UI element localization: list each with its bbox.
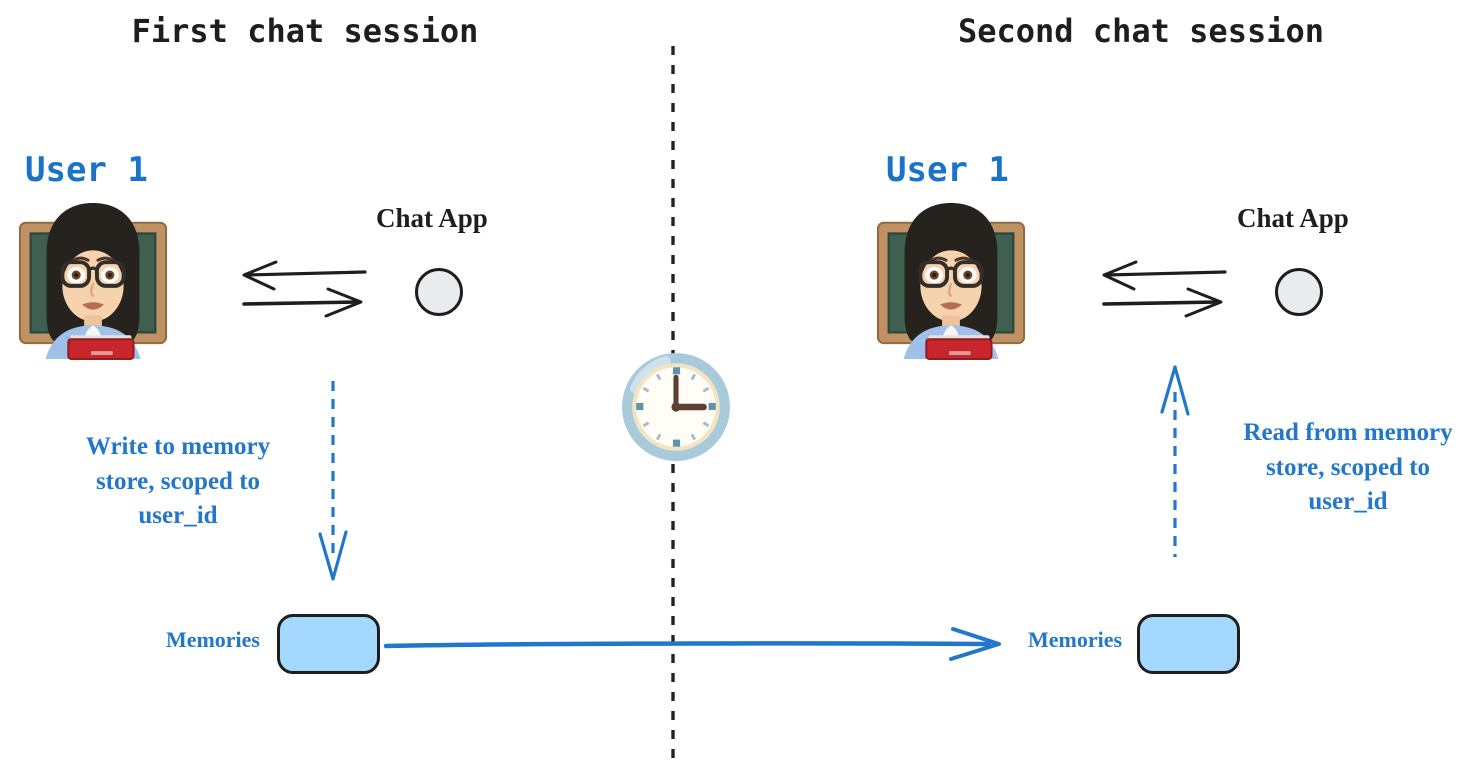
first-chat-app-label: Chat App xyxy=(376,203,488,233)
woman-teacher-emoji xyxy=(876,202,1026,360)
read-from-memory-arrow xyxy=(1160,365,1190,557)
clock-icon xyxy=(622,353,730,461)
first-session-title: First chat session xyxy=(131,12,479,50)
second-user-app-arrows xyxy=(1102,260,1227,318)
session-divider-dashed-line xyxy=(671,46,675,764)
second-user-label: User 1 xyxy=(886,150,1009,190)
read-annotation-line2: store, scoped to xyxy=(1265,453,1431,481)
write-annotation-line3: user_id xyxy=(138,502,218,529)
read-annotation-line3: user_id xyxy=(1308,488,1388,515)
memory-transfer-arrow xyxy=(383,627,1001,661)
read-annotation-line1: Read from memory xyxy=(1243,419,1453,446)
first-user-app-arrows xyxy=(242,260,367,318)
second-chat-app-label: Chat App xyxy=(1237,203,1349,233)
second-memory-store-box xyxy=(1137,614,1240,674)
first-user-label: User 1 xyxy=(25,150,148,190)
write-annotation: Write to memory store, scoped to user_id xyxy=(48,430,308,534)
write-to-memory-arrow xyxy=(318,381,348,581)
write-annotation-line1: Write to memory xyxy=(85,433,271,460)
second-chat-app-node xyxy=(1275,268,1323,316)
woman-teacher-emoji xyxy=(18,202,168,360)
read-annotation: Read from memory store, scoped to user_i… xyxy=(1212,416,1482,520)
write-annotation-line2: store, scoped to xyxy=(95,467,261,495)
first-memories-label: Memories xyxy=(165,627,260,652)
second-memories-label: Memories xyxy=(1028,627,1123,652)
first-chat-app-node xyxy=(415,268,463,316)
second-session-title: Second chat session xyxy=(957,12,1325,50)
first-memory-store-box xyxy=(277,614,380,674)
